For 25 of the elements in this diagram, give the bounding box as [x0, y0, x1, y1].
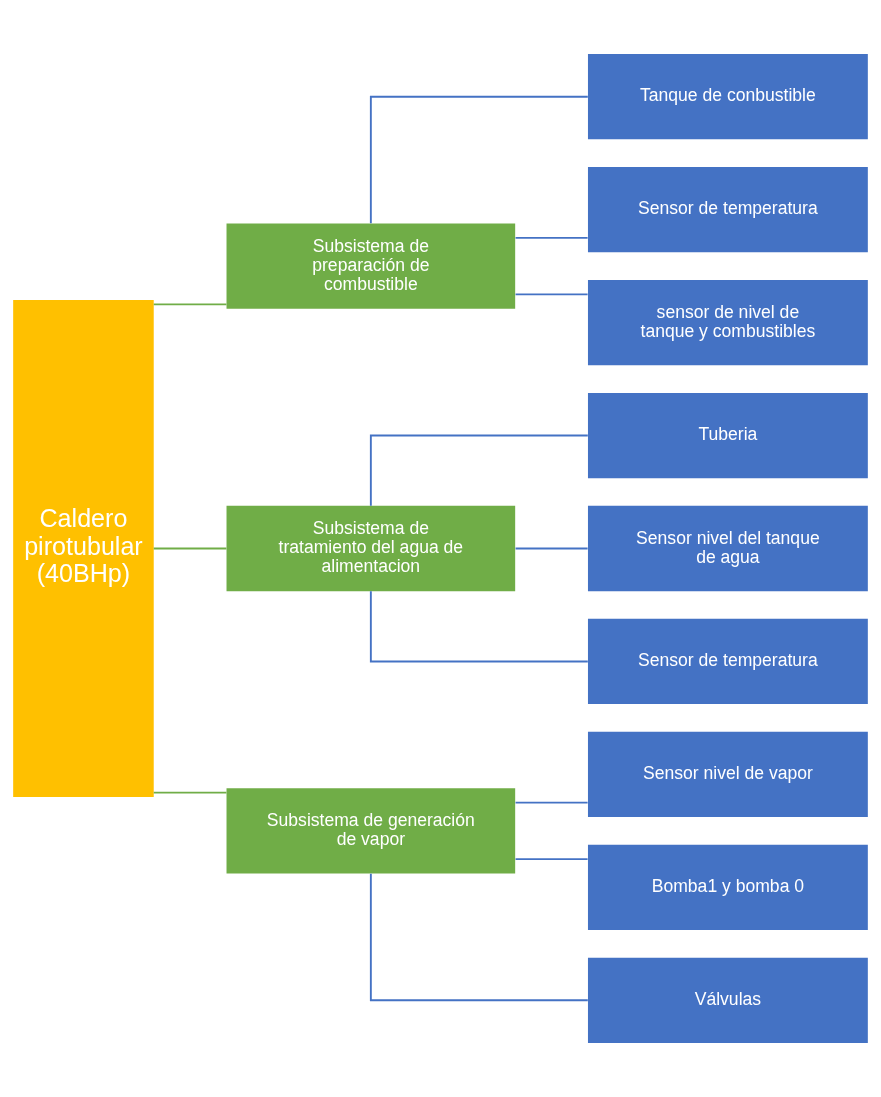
connector — [152, 791, 228, 794]
connector — [514, 801, 589, 804]
connector — [514, 293, 589, 296]
node-box: Subsistema de preparación de combustible — [226, 223, 516, 309]
connector — [369, 872, 589, 1002]
node-box: sensor de nivel de tanque y combustibles — [587, 279, 868, 366]
connector — [369, 590, 589, 663]
connector — [369, 434, 589, 507]
connector — [152, 547, 228, 550]
connector — [514, 858, 589, 861]
node-box: Subsistema de generación de vapor — [226, 788, 516, 874]
node-box: Caldero pirotubular (40BHp) — [13, 300, 154, 797]
node-box: Tuberia — [587, 392, 868, 479]
node-box: Bomba1 y bomba 0 — [587, 844, 868, 931]
node-box: Sensor nivel de vapor — [587, 731, 868, 818]
connector — [514, 547, 589, 550]
node-box: Sensor de temperatura — [587, 166, 868, 253]
connector — [369, 95, 589, 225]
node-box: Subsistema de tratamiento del agua de alimentacion — [226, 505, 516, 592]
node-box: Válvulas — [587, 957, 868, 1043]
node-box: Sensor de temperatura — [587, 618, 868, 705]
connector — [152, 303, 228, 306]
node-box: Tanque de conbustible — [587, 54, 868, 140]
connector — [514, 236, 589, 239]
node-box: Sensor nivel del tanque de agua — [587, 505, 868, 592]
